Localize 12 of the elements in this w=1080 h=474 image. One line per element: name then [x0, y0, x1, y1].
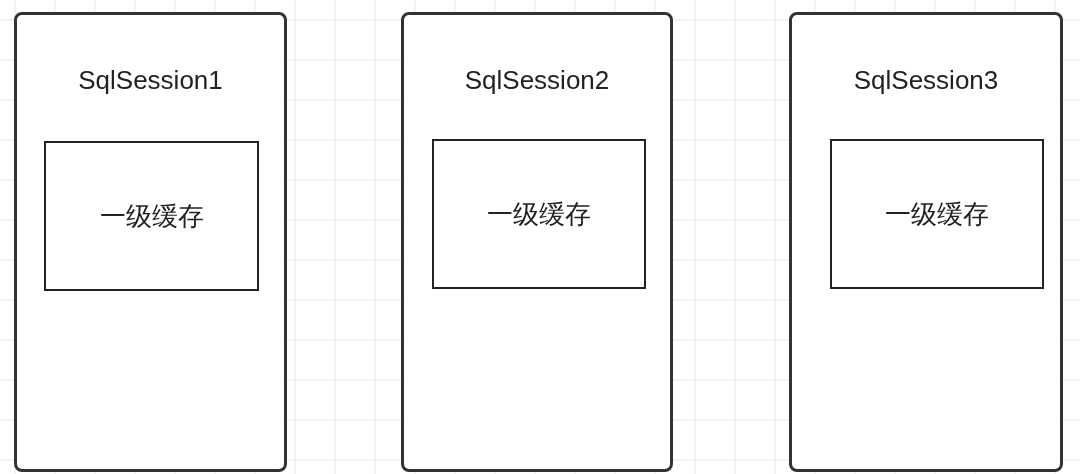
cache-label: 一级缓存 — [487, 197, 591, 231]
session-box — [401, 12, 673, 472]
session-box — [14, 12, 287, 472]
cache-box — [432, 139, 646, 289]
session-title: SqlSession1 — [78, 65, 223, 95]
cache-box — [830, 139, 1044, 289]
cache-box — [44, 141, 259, 291]
cache-label: 一级缓存 — [885, 197, 989, 231]
cache-label: 一级缓存 — [99, 199, 204, 233]
session-box — [789, 12, 1063, 472]
session-title: SqlSession2 — [464, 65, 610, 95]
session-title: SqlSession3 — [853, 65, 999, 95]
